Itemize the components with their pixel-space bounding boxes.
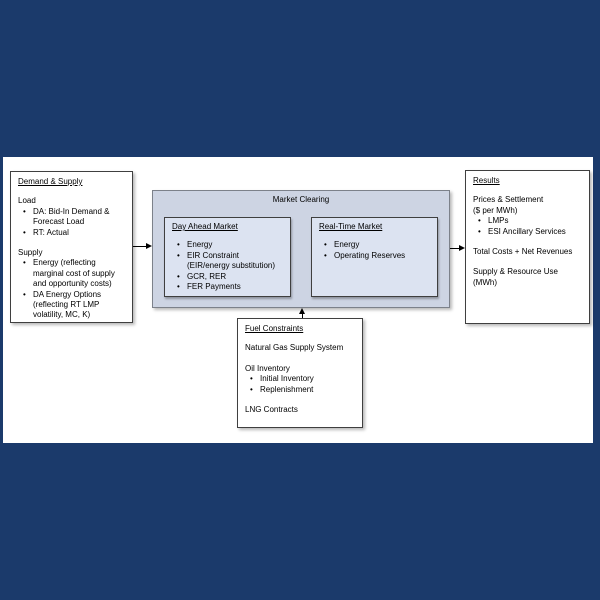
arrowhead-right-icon	[459, 245, 465, 251]
real-time-market-list: Energy Operating Reserves	[319, 240, 432, 261]
list-item: DA Energy Options (reflecting RT LMP vol…	[23, 290, 126, 321]
fuel-constraints-box: Fuel Constraints Natural Gas Supply Syst…	[237, 318, 363, 428]
arrow-line	[133, 246, 147, 247]
lng-contracts-text: LNG Contracts	[245, 405, 298, 415]
list-item: Energy	[324, 240, 432, 251]
arrow-line	[302, 313, 303, 318]
prices-list: LMPs ESI Ancillary Services	[473, 216, 583, 237]
list-item: GCR, RER	[177, 272, 285, 283]
market-clearing-title: Market Clearing	[272, 195, 330, 204]
supply-list: Energy (reflecting marginal cost of supp…	[18, 258, 126, 320]
list-item: ESI Ancillary Services	[478, 227, 583, 238]
list-item: FER Payments	[177, 282, 285, 293]
demand-supply-box: Demand & Supply Load DA: Bid-In Demand &…	[10, 171, 133, 323]
load-heading: Load	[18, 196, 36, 206]
list-item: Operating Reserves	[324, 251, 432, 262]
list-item: Energy	[177, 240, 285, 251]
list-item: Replenishment	[250, 385, 356, 396]
real-time-market-title: Real-Time Market	[319, 222, 383, 231]
real-time-market-box: Real-Time Market Energy Operating Reserv…	[311, 217, 438, 297]
results-title: Results	[473, 176, 500, 185]
oil-inventory-heading: Oil Inventory	[245, 363, 290, 373]
supply-resource-text: Supply & Resource Use (MWh)	[473, 267, 558, 287]
results-box: Results Prices & Settlement ($ per MWh) …	[465, 170, 590, 324]
day-ahead-market-box: Day Ahead Market Energy EIR Constraint (…	[164, 217, 291, 297]
arrow-fuel-to-market	[299, 308, 306, 318]
list-item: RT: Actual	[23, 228, 126, 239]
total-costs-text: Total Costs + Net Revenues	[473, 247, 573, 257]
arrowhead-up-icon	[299, 308, 305, 314]
arrow-market-to-results	[450, 245, 465, 252]
load-section: Load DA: Bid-In Demand & Forecast Load R…	[18, 196, 126, 238]
arrow-demand-to-market	[133, 243, 152, 250]
arrow-line	[450, 248, 460, 249]
supply-section: Supply Energy (reflecting marginal cost …	[18, 248, 126, 321]
list-item: Initial Inventory	[250, 374, 356, 385]
prices-settlement-section: Prices & Settlement ($ per MWh) LMPs ESI…	[473, 195, 583, 237]
oil-inventory-list: Initial Inventory Replenishment	[245, 374, 356, 395]
market-clearing-container: Market Clearing Day Ahead Market Energy …	[152, 190, 450, 308]
list-item: DA: Bid-In Demand & Forecast Load	[23, 207, 126, 228]
load-list: DA: Bid-In Demand & Forecast Load RT: Ac…	[18, 207, 126, 239]
fuel-constraints-title: Fuel Constraints	[245, 324, 304, 333]
day-ahead-market-list: Energy EIR Constraint (EIR/energy substi…	[172, 240, 285, 292]
supply-heading: Supply	[18, 248, 43, 258]
list-item: LMPs	[478, 216, 583, 227]
list-item: Energy (reflecting marginal cost of supp…	[23, 258, 126, 289]
natural-gas-text: Natural Gas Supply System	[245, 343, 344, 353]
arrowhead-right-icon	[146, 243, 152, 249]
prices-settlement-heading: Prices & Settlement ($ per MWh)	[473, 195, 544, 215]
demand-supply-title: Demand & Supply	[18, 177, 83, 186]
oil-inventory-section: Oil Inventory Initial Inventory Replenis…	[245, 363, 356, 396]
diagram-canvas: Demand & Supply Load DA: Bid-In Demand &…	[3, 157, 593, 443]
list-item: EIR Constraint (EIR/energy substitution)	[177, 251, 285, 272]
day-ahead-market-title: Day Ahead Market	[172, 222, 238, 231]
